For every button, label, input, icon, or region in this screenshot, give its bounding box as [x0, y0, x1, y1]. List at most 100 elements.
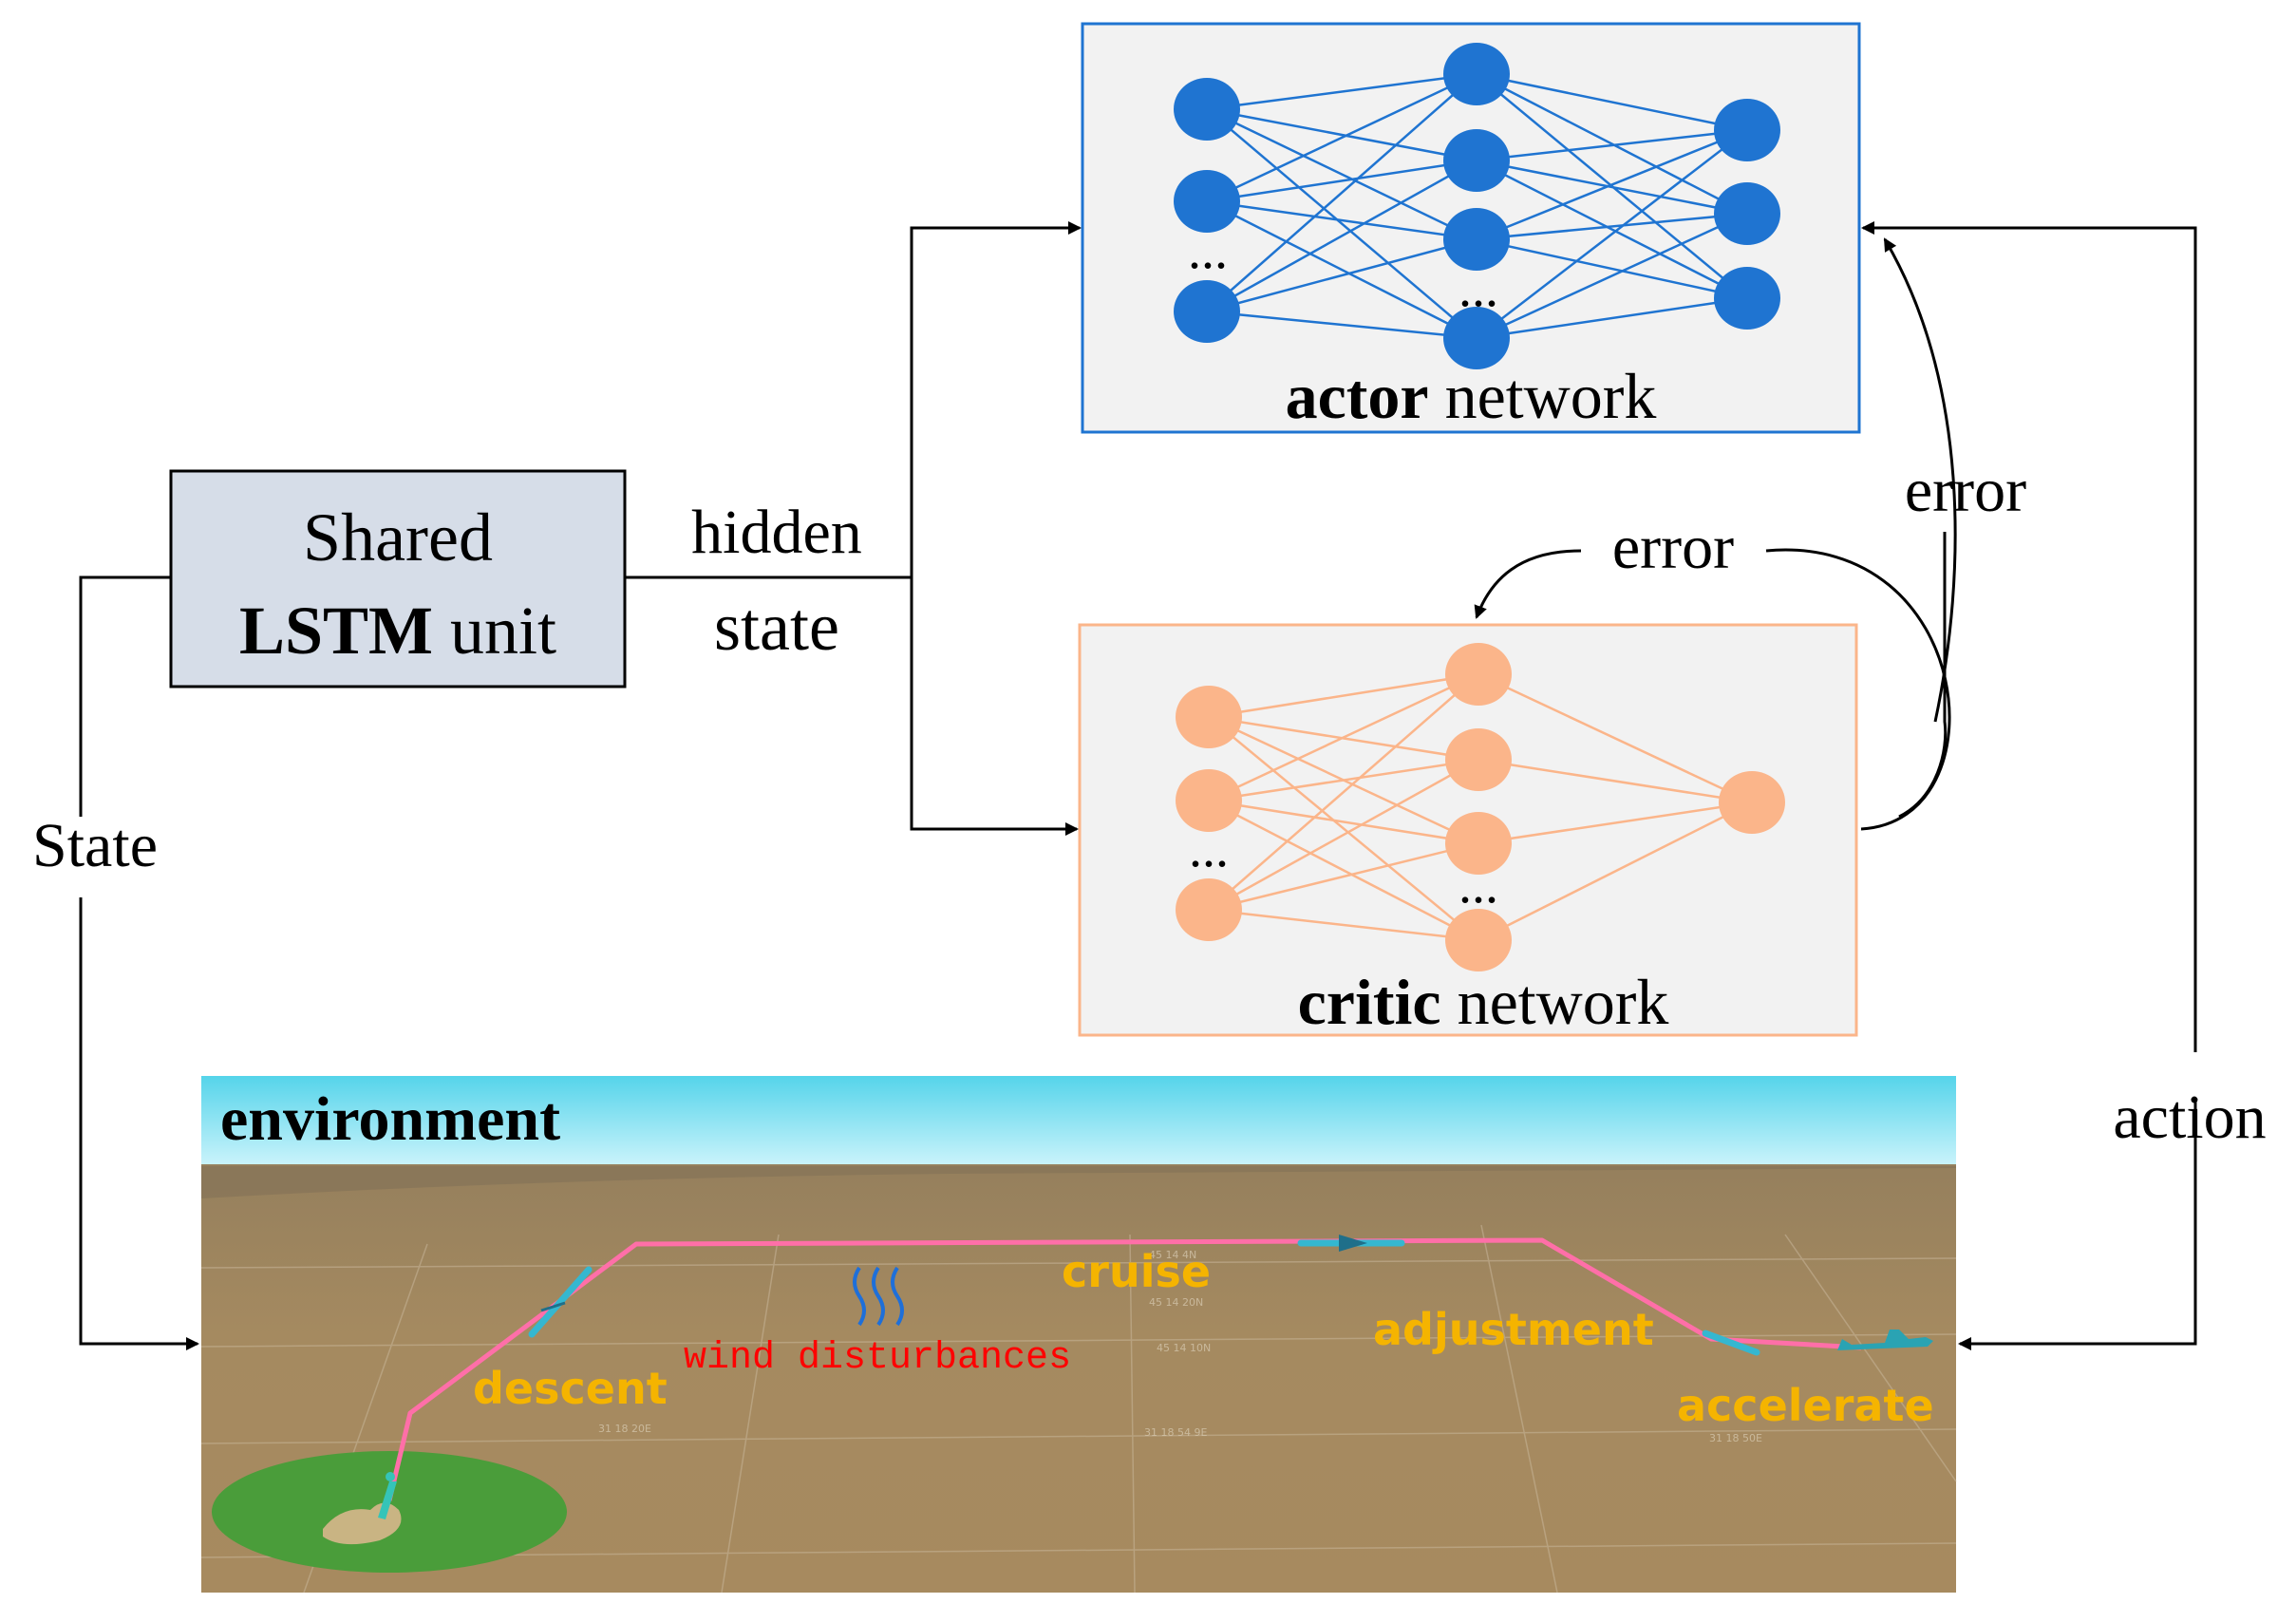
- state-label: State: [32, 811, 158, 880]
- critic-edge: [1477, 801, 1753, 942]
- critic-error-label: error: [1612, 513, 1734, 582]
- svg-text:31 18 20E: 31 18 20E: [598, 1423, 651, 1435]
- actor-edge: [1206, 72, 1477, 203]
- critic-edge: [1208, 672, 1479, 719]
- actor-node-l1-n1: [1443, 129, 1510, 192]
- actor-nodes: [1174, 43, 1780, 369]
- actor-title-bold: actor: [1286, 360, 1429, 432]
- critic-edge: [1208, 799, 1479, 845]
- actor-error-arrow: [1883, 237, 1957, 723]
- actor-edge: [1206, 73, 1477, 312]
- hidden-state-label-line2: state: [714, 589, 839, 665]
- actor-edge: [1206, 159, 1477, 203]
- actor-edge: [1476, 159, 1748, 216]
- actor-edge: [1206, 107, 1477, 241]
- state-line-top: [79, 575, 171, 817]
- flight-trajectory: [386, 1237, 1862, 1501]
- lstm-box: [169, 469, 627, 688]
- aircraft-cruise: [1297, 1235, 1405, 1252]
- svg-text:31 18 50E: 31 18 50E: [1709, 1432, 1762, 1444]
- connectors: [79, 221, 2197, 1350]
- critic-edge: [1208, 908, 1479, 942]
- actor-edge: [1476, 212, 1748, 241]
- critic-edge: [1208, 841, 1479, 912]
- actor-edge: [1206, 159, 1477, 313]
- critic-title-rest: network: [1441, 966, 1669, 1038]
- actor-edge: [1206, 237, 1477, 313]
- critic-nodes: [1176, 643, 1785, 971]
- actor-edge: [1206, 310, 1477, 340]
- actor-edge: [1476, 159, 1748, 300]
- critic-edge: [1208, 758, 1479, 802]
- actor-edge: [1476, 128, 1748, 241]
- lstm-label-line1: Shared: [303, 500, 493, 575]
- actor-edge: [1206, 199, 1477, 340]
- critic-title: critic network: [1298, 966, 1669, 1038]
- critic-node-l1-n1: [1445, 728, 1512, 791]
- actor-node-l0-n2: [1174, 280, 1240, 343]
- critic-edge: [1208, 673, 1479, 911]
- lstm-label-rest: unit: [433, 593, 556, 669]
- actor-edge: [1476, 237, 1748, 300]
- actor-node-l2-n2: [1714, 267, 1780, 330]
- actor-edges: [1206, 72, 1748, 340]
- environment-panel: 45 14 4N 45 14 20N 45 14 10N 31 18 54 9E…: [200, 1076, 1957, 1594]
- actor-edge: [1206, 72, 1477, 111]
- critic-ellipsis-left: ...: [1189, 820, 1229, 878]
- actor-node-l0-n0: [1174, 78, 1240, 141]
- svg-text:45 14 4N: 45 14 4N: [1149, 1249, 1196, 1261]
- critic-edges: [1208, 672, 1753, 942]
- critic-ellipsis-mid: ...: [1459, 856, 1498, 915]
- aircraft-landing: [378, 1472, 397, 1519]
- state-line-bottom: [79, 897, 199, 1350]
- critic-node-l0-n0: [1176, 686, 1242, 748]
- aircraft-adjustment: [1702, 1330, 1760, 1356]
- actor-edge: [1206, 199, 1477, 241]
- critic-error-arrow: [1474, 549, 1582, 619]
- critic-edge: [1208, 799, 1479, 942]
- environment-title: environment: [220, 1084, 560, 1154]
- actor-error-curve-lower: [1898, 532, 1948, 819]
- sky: [201, 1076, 1956, 1164]
- critic-node-l1-n3: [1445, 909, 1512, 971]
- critic-network: ... ... critic network: [1078, 623, 1858, 1038]
- critic-node-l1-n2: [1445, 812, 1512, 875]
- actor-edge: [1476, 296, 1748, 340]
- phase-label-cruise: cruise: [1062, 1246, 1211, 1297]
- actor-node-l2-n1: [1714, 182, 1780, 245]
- actor-edge: [1476, 72, 1748, 216]
- aircraft-descent: [528, 1266, 593, 1338]
- critic-title-bold: critic: [1298, 966, 1441, 1038]
- ground-grid: [200, 1224, 1957, 1594]
- actor-network: ... ... actor network: [1081, 22, 1861, 434]
- lstm-label-bold: LSTM: [239, 593, 433, 669]
- critic-node-l1-n0: [1445, 643, 1512, 706]
- phase-label-accelerate: accelerate: [1677, 1380, 1934, 1431]
- actor-ellipsis-left: ...: [1188, 221, 1228, 280]
- to-critic-arrow: [910, 577, 1079, 836]
- wind-icon: [853, 1266, 904, 1327]
- phase-label-adjustment: adjustment: [1373, 1304, 1654, 1355]
- action-line-bottom: [1958, 1102, 2197, 1350]
- lstm-label-line2: LSTM unit: [239, 593, 556, 669]
- aircraft-accelerate: [1837, 1330, 1933, 1350]
- svg-text:31 18 54 9E: 31 18 54 9E: [1144, 1426, 1207, 1439]
- critic-edge: [1208, 716, 1479, 941]
- actor-edge: [1206, 107, 1477, 162]
- horizon-haze: [201, 1166, 1956, 1198]
- actor-title: actor network: [1286, 360, 1657, 432]
- actor-title-rest: network: [1429, 360, 1657, 432]
- actor-node-l1-n3: [1443, 307, 1510, 369]
- critic-edge: [1477, 801, 1753, 845]
- action-label: action: [2113, 1083, 2266, 1152]
- actor-edge: [1476, 128, 1748, 162]
- phase-label-descent: descent: [473, 1363, 668, 1414]
- critic-node-l0-n2: [1176, 878, 1242, 941]
- critic-edge: [1477, 758, 1753, 804]
- critic-node-l0-n1: [1176, 769, 1242, 832]
- critic-node-l2-n0: [1719, 771, 1785, 834]
- lstm-unit: Shared LSTM unit: [169, 469, 627, 688]
- actor-node-l0-n1: [1174, 170, 1240, 233]
